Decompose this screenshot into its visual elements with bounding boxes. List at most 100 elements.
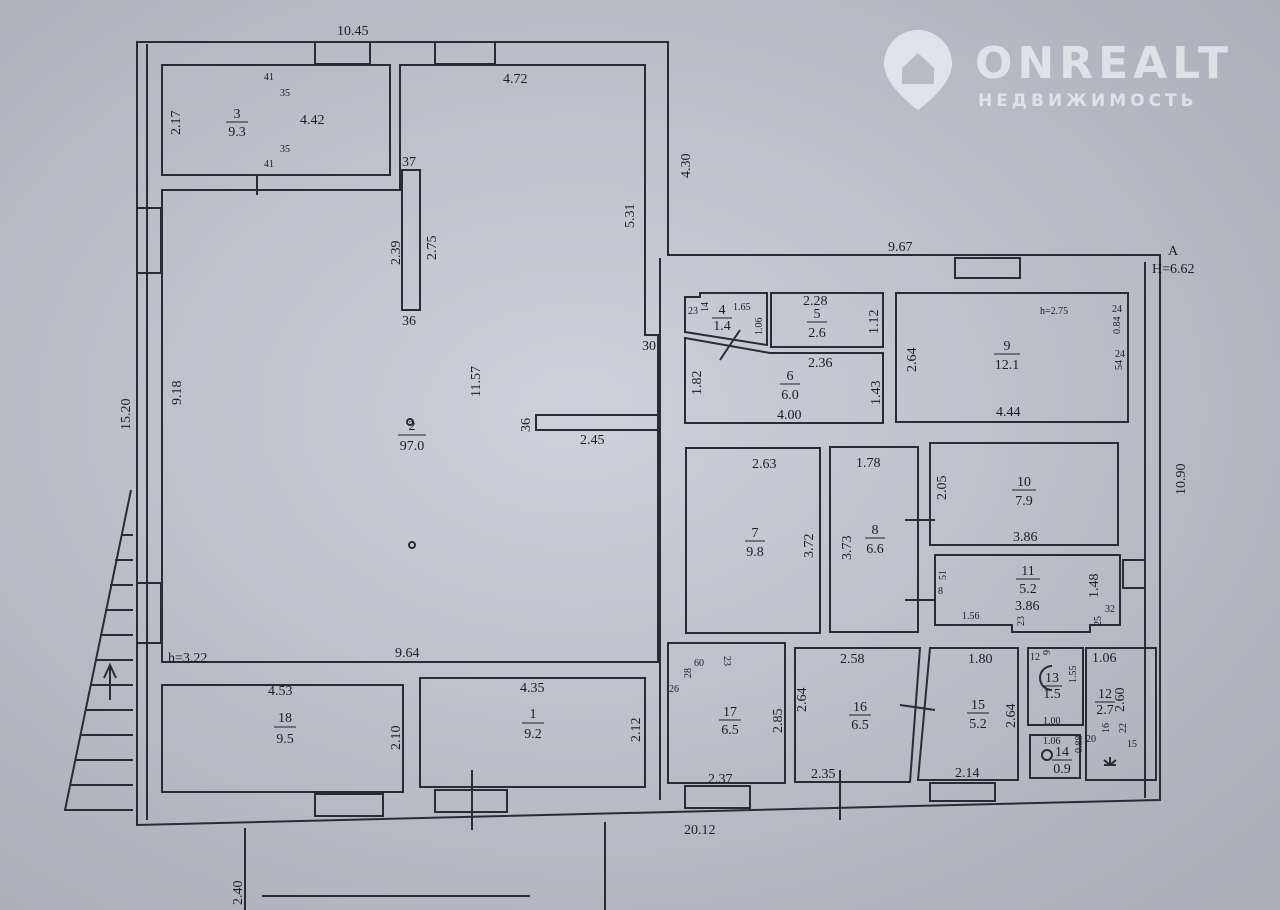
dimension-label: 1.82 <box>690 371 705 396</box>
dimension-label: НЕДВИЖИМОСТЬ <box>978 91 1198 111</box>
dimension-label: 35 <box>280 144 290 155</box>
dimension-label: 4.53 <box>268 684 293 699</box>
room-2-label: 297.0 <box>398 419 426 454</box>
dimension-label: 1.06 <box>1043 736 1061 747</box>
dimension-label: 2.6 <box>808 326 826 341</box>
dimension-label: 15 <box>1127 739 1137 750</box>
dimension-labels: 10.45 4.72 4.30 5.31 2.17 4.42 41 35 41 … <box>119 24 1195 905</box>
dimension-label: 26 <box>669 684 679 695</box>
dimension-label: 3.72 <box>802 534 817 559</box>
dimension-label: 5.2 <box>969 717 987 732</box>
room-walls <box>161 64 1157 830</box>
dimension-label: 9.5 <box>276 732 294 747</box>
room-8-label: 86.6 <box>865 523 885 557</box>
dimension-label: 51 <box>938 570 949 580</box>
dimension-label: 3.73 <box>840 536 855 561</box>
dimension-label: 18 <box>278 711 292 726</box>
dimension-label: 3.86 <box>1015 599 1040 614</box>
dimension-label: 6 <box>1040 650 1051 655</box>
room-7-label: 79.8 <box>745 526 765 560</box>
dimension-label: 1.65 <box>733 302 751 313</box>
dimension-label: 12 <box>1098 687 1112 702</box>
dimension-label: 35 <box>280 88 290 99</box>
dimension-label: 3 <box>234 107 241 122</box>
dimension-label: 4.44 <box>996 405 1021 420</box>
room-10-label: 107.9 <box>1012 475 1036 509</box>
dimension-label: 11.57 <box>469 366 484 397</box>
dimension-label: A <box>1168 244 1179 259</box>
dimension-label: 41 <box>264 159 274 170</box>
dimension-label: 15.20 <box>119 399 134 431</box>
dimension-label: 2.64 <box>1004 704 1019 729</box>
dimension-label: 25 <box>1093 616 1104 626</box>
dimension-label: 0.84 <box>1112 317 1123 335</box>
dimension-label: 5.31 <box>623 204 638 229</box>
dimension-label: 2.60 <box>1113 688 1128 713</box>
dimension-label: 2.12 <box>629 718 644 743</box>
room-18-label: 189.5 <box>274 711 296 747</box>
dimension-label: 2.63 <box>752 457 777 472</box>
dimension-label: 17 <box>723 705 737 720</box>
dimension-label: 2.58 <box>840 652 865 667</box>
dimension-label: 23 <box>688 306 698 317</box>
room-16-label: 166.5 <box>849 700 871 733</box>
dimension-label: 6.6 <box>866 542 884 557</box>
dimension-label: 0.88 <box>1074 736 1085 754</box>
dimension-label: 4.72 <box>503 72 528 87</box>
dimension-label: 5 <box>814 307 821 322</box>
dimension-label: 10.45 <box>337 24 369 39</box>
dimension-label: 0.9 <box>1053 762 1071 777</box>
dimension-label: 32 <box>1105 604 1115 615</box>
dimension-label: 41 <box>264 72 274 83</box>
dimension-label: 7.9 <box>1015 494 1033 509</box>
dimension-label: 9.18 <box>170 381 185 406</box>
dimension-label: 28 <box>683 668 694 678</box>
dimension-label: 3.86 <box>1013 530 1038 545</box>
dimension-label: 1.12 <box>867 310 882 335</box>
room-15-label: 155.2 <box>967 698 989 732</box>
dimension-label: 9.67 <box>888 240 913 255</box>
dimension-label: 20 <box>1086 734 1096 745</box>
dimension-label: 6.0 <box>781 388 799 403</box>
dimension-label: 1.56 <box>962 611 980 622</box>
room-4-label: 41.4 <box>712 303 732 334</box>
dimension-label: 23 <box>721 656 732 666</box>
dimension-label: 13 <box>1045 671 1059 686</box>
dimension-label: 30 <box>642 339 656 354</box>
dimension-label: ONREALT <box>975 38 1233 89</box>
dimension-label: 4.42 <box>300 113 325 128</box>
dimension-label: 2.40 <box>231 881 246 906</box>
dimension-label: 7 <box>752 526 759 541</box>
dimension-label: 2.39 <box>389 241 404 266</box>
dimension-label: 1.00 <box>1043 716 1061 727</box>
dimension-label: 5.2 <box>1019 582 1037 597</box>
dimension-label: 1 <box>530 707 537 722</box>
dimension-label: 9 <box>1004 339 1011 354</box>
dimension-label: 1.48 <box>1087 574 1102 599</box>
dimension-label: 14 <box>1055 745 1069 760</box>
dimension-label: 6.5 <box>721 723 739 738</box>
dimension-label: 1.78 <box>856 456 881 471</box>
room-14-label: 140.9 <box>1052 745 1072 777</box>
dimension-label: 2.36 <box>808 356 833 371</box>
dimension-label: 11 <box>1021 564 1034 579</box>
staircase <box>63 489 133 811</box>
dimension-label: 4 <box>719 303 726 318</box>
dimension-label: 37 <box>402 155 416 170</box>
dimension-label: 60 <box>694 658 704 669</box>
dimension-label: 12.1 <box>995 358 1020 373</box>
dimension-label: 1.4 <box>713 319 731 334</box>
dimension-label: 9.64 <box>395 646 420 661</box>
dimension-label: 2.37 <box>708 772 733 787</box>
dimension-label: 6 <box>787 369 794 384</box>
dimension-label: 14 <box>700 302 711 312</box>
dimension-label: 1.55 <box>1068 666 1079 684</box>
dimension-label: H=6.62 <box>1152 262 1195 277</box>
dimension-label: 24 <box>1112 304 1122 315</box>
dimension-label: 1.06 <box>754 318 765 336</box>
room-5-label: 52.6 <box>807 307 827 341</box>
dimension-label: 16 <box>1101 723 1112 733</box>
onrealt-watermark: ONREALT НЕДВИЖИМОСТЬ <box>884 30 1233 111</box>
dimension-label: 9.3 <box>228 125 246 140</box>
